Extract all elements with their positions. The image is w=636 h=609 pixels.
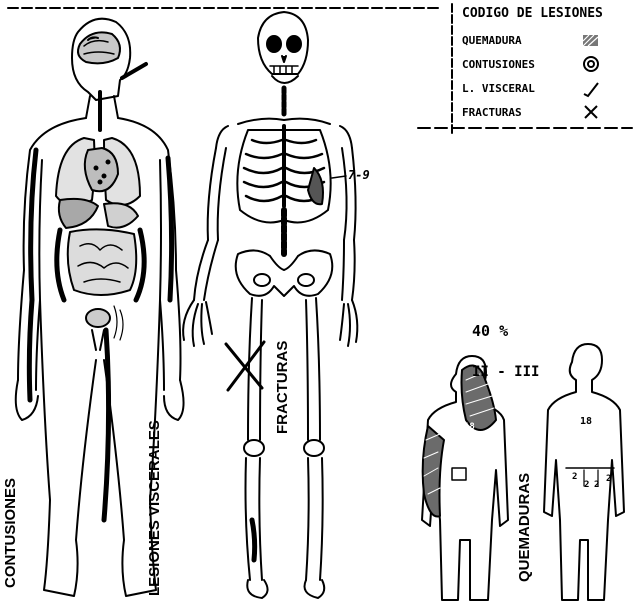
rib-fracture-note: 7-9 [348,168,370,182]
contusiones-caption: CONTUSIONES [2,478,19,588]
legend-label-fracturas: FRACTURAS [462,106,522,119]
buttock-number-4: 2 [606,474,611,484]
legend-label-contusiones: CONTUSIONES [462,58,535,71]
burn-front-figure [544,344,624,600]
burn-back-figure [422,356,508,600]
legend-title: CODIGO DE LESIONES [462,6,603,21]
buttock-number-2: 2 [584,480,589,490]
burn-hatch-icon [580,32,602,50]
legend-label-visceral: L. VISCERAL [462,82,535,95]
front-view-number: 18 [580,416,592,427]
legend-label-quemadura: QUEMADURA [462,34,522,47]
back-view-number: 18 [464,422,475,432]
buttock-number-3: 2 [594,480,599,490]
lesiones-viscerales-caption: LESIONES VISCERALES [146,420,163,596]
buttock-number-1: 2 [572,472,577,482]
quemaduras-caption: QUEMADURAS [516,473,533,582]
burn-percent: 40 % [472,322,508,340]
contusion-spiral-icon [580,55,602,73]
fracture-x-icon [580,103,602,121]
visceral-tick-icon [580,80,602,98]
skeleton-figure [183,12,357,598]
burn-degree: II - III [472,364,539,380]
fracturas-caption: FRACTURAS [274,341,291,434]
